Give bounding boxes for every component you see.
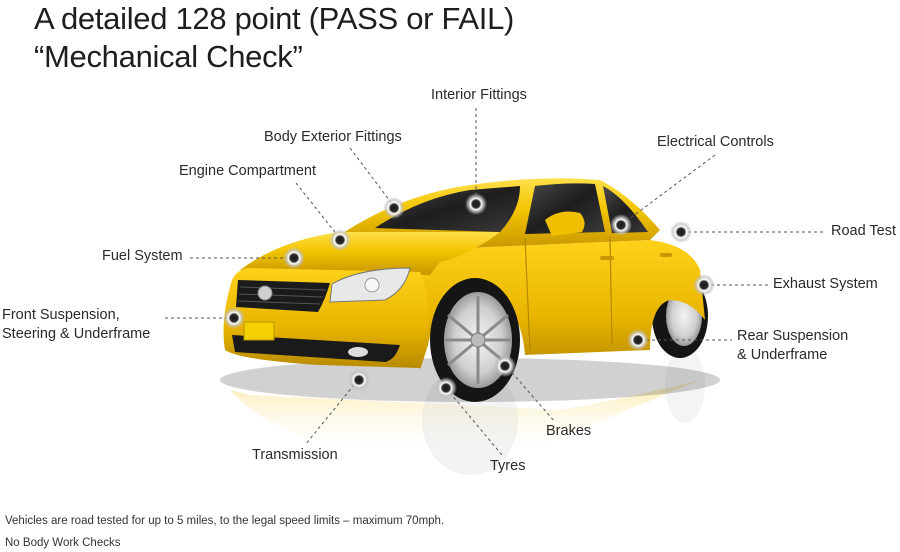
label-exhaust-system: Exhaust System [773,276,878,292]
label-rear-suspension-line-2: & Underframe [737,347,828,363]
label-transmission: Transmission [252,447,338,463]
fog-light [348,347,368,357]
point-front-suspension [223,307,245,329]
point-rear-suspension [627,329,649,351]
label-front-suspension-line-1: Front Suspension, [2,307,120,323]
page-title: A detailed 128 point (PASS or FAIL) “Mec… [34,0,514,76]
point-electrical-controls [610,214,632,236]
door-lines [524,235,613,351]
point-road-test [670,221,692,243]
title-line-1: A detailed 128 point (PASS or FAIL) [34,1,515,36]
side-mirror [545,211,585,236]
leader-transmission [304,379,359,446]
label-brakes: Brakes [546,423,592,439]
label-body-exterior-fittings: Body Exterior Fittings [264,129,402,145]
front-side-window [525,183,605,234]
leader-electrical-controls [624,154,716,223]
label-rear-suspension: Rear Suspension & Underframe [737,327,848,365]
rear-door-handle [660,253,672,257]
label-front-suspension: Front Suspension, Steering & Underframe [2,306,150,344]
leader-lines [165,108,825,456]
label-interior-fittings: Interior Fittings [431,87,527,103]
car-hood [240,232,500,275]
leader-body-exterior [349,147,394,206]
point-engine-compartment [329,229,351,251]
leader-engine-compartment [295,182,339,237]
footer-disclaimer: No Body Work Checks [5,537,121,549]
point-fuel-system [283,247,305,269]
title-line-2: “Mechanical Check” [34,39,303,74]
point-brakes [494,355,516,377]
label-tyres: Tyres [490,458,526,474]
check-points [223,193,715,399]
label-road-test: Road Test [831,223,897,239]
grille-slats [237,286,327,305]
front-door-handle [600,256,614,260]
leader-tyres [445,387,503,456]
number-plate [243,321,275,341]
point-tyres [435,377,457,399]
point-transmission [348,369,370,391]
label-electrical-controls: Electrical Controls [657,134,774,150]
point-body-exterior [383,197,405,219]
point-interior-fittings [465,193,487,215]
footer-note: Vehicles are road tested for up to 5 mil… [5,515,445,527]
label-engine-compartment: Engine Compartment [179,163,317,179]
label-front-suspension-line-2: Steering & Underframe [2,326,151,342]
point-exhaust-system [693,274,715,296]
label-fuel-system: Fuel System [102,248,183,264]
badge-icon [257,285,273,301]
label-rear-suspension-line-1: Rear Suspension [737,328,849,344]
car [223,178,708,402]
